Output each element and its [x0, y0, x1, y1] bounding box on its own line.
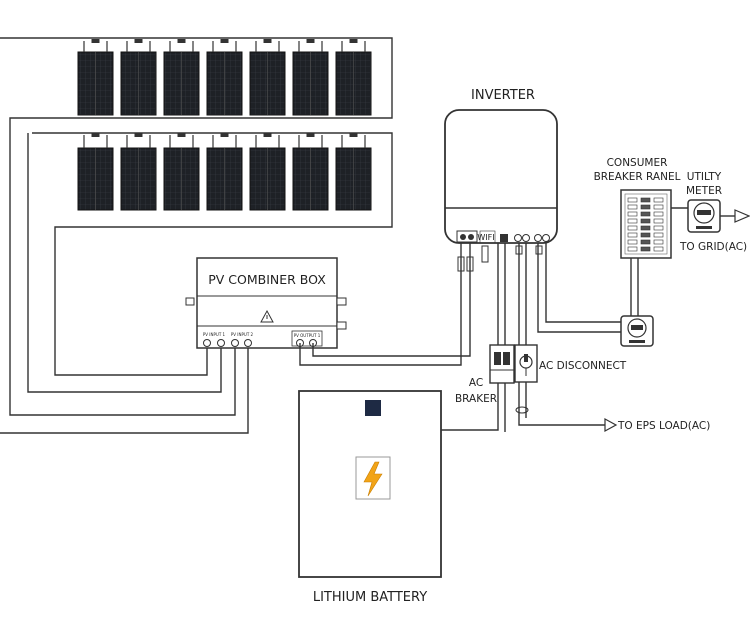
- solar-array-row-2: [77, 133, 372, 211]
- battery-display: [365, 400, 381, 416]
- breaker-slot: [627, 239, 638, 245]
- to-grid-arrow-icon: [734, 209, 750, 223]
- solar-panel-icon: [163, 39, 200, 116]
- breaker-slot: [640, 204, 651, 210]
- solar-panel-icon: [120, 39, 157, 116]
- breaker-slot: [653, 204, 664, 210]
- to-grid-label: TO GRID(AC): [679, 241, 747, 253]
- ac-disconnect-label: AC DISCONNECT: [539, 360, 627, 372]
- breaker-slot: [627, 204, 638, 210]
- utility-meter-label-line1: UTILTY: [687, 171, 722, 183]
- pv-input-1-label: PV INPUT 1: [203, 332, 226, 337]
- breaker-slot: [640, 239, 651, 245]
- ac-breaker-label-line2: BRAKER: [455, 393, 497, 405]
- breaker-slot: [653, 246, 664, 252]
- pv-combiner-box: PV COMBINER BOX PV INPUT 1 PV INPUT 2 PV…: [185, 257, 347, 349]
- array-wiring: [0, 37, 393, 434]
- inverter-title: INVERTER: [471, 88, 535, 103]
- breaker-slot: [653, 239, 664, 245]
- solar-panel-icon: [249, 39, 286, 116]
- sub-meter: [620, 315, 654, 347]
- breaker-slot: [627, 197, 638, 203]
- breaker-slot: [653, 197, 664, 203]
- combiner-box-title: PV COMBINER BOX: [208, 272, 326, 287]
- solar-panel-icon: [335, 39, 372, 116]
- consumer-panel-label-line2: BREAKER RANEL: [594, 171, 681, 183]
- breaker-slot: [640, 197, 651, 203]
- inverter: INVERTER WIFI: [444, 88, 558, 272]
- lithium-battery-label: LITHIUM BATTERY: [313, 590, 427, 605]
- breaker-slot: [653, 211, 664, 217]
- breaker-slot: [653, 218, 664, 224]
- solar-panel-icon: [206, 39, 243, 116]
- solar-panel-icon: [335, 133, 372, 211]
- to-eps-arrow-icon: [604, 417, 618, 433]
- consumer-panel-label-line1: CONSUMER: [607, 157, 668, 169]
- ac-breaker-label-line1: AC: [469, 377, 483, 389]
- ac-breaker: AC BRAKER: [455, 344, 515, 405]
- solar-panel-icon: [163, 133, 200, 211]
- breaker-slot: [640, 225, 651, 231]
- breaker-slot: [640, 232, 651, 238]
- solar-panel-icon: [120, 133, 157, 211]
- consumer-breaker-panel: CONSUMER BREAKER RANEL: [594, 157, 681, 259]
- breaker-slot: [640, 211, 651, 217]
- breaker-slot: [653, 225, 664, 231]
- pv-output-1-label: PV OUTPUT 1: [294, 333, 321, 338]
- pv-input-2-label: PV INPUT 2: [231, 332, 254, 337]
- solar-panel-icon: [292, 133, 329, 211]
- breaker-slots: [627, 197, 664, 252]
- breaker-slot: [627, 225, 638, 231]
- utility-meter: UTILTY METER TO GRID(AC): [679, 171, 750, 253]
- wifi-label: WIFI: [477, 233, 494, 242]
- warning-triangle-icon: [260, 309, 274, 323]
- utility-meter-label-line2: METER: [686, 185, 722, 197]
- lithium-battery: LITHIUM BATTERY: [298, 390, 442, 605]
- breaker-slot: [640, 246, 651, 252]
- to-eps-load-label: TO EPS LOAD(AC): [617, 420, 710, 432]
- breaker-slot: [627, 218, 638, 224]
- breaker-slot: [627, 246, 638, 252]
- lightning-bolt-icon: [363, 461, 383, 497]
- breaker-slot: [627, 211, 638, 217]
- solar-panel-icon: [77, 133, 114, 211]
- breaker-slot: [627, 232, 638, 238]
- solar-panel-icon: [206, 133, 243, 211]
- ac-disconnect: AC DISCONNECT TO EPS LOAD(AC): [514, 344, 710, 433]
- solar-array-row-1: [77, 39, 372, 116]
- solar-panel-icon: [249, 133, 286, 211]
- breaker-slot: [640, 218, 651, 224]
- solar-panel-icon: [292, 39, 329, 116]
- solar-panel-icon: [77, 39, 114, 116]
- system-wiring: [299, 207, 735, 432]
- breaker-slot: [653, 232, 664, 238]
